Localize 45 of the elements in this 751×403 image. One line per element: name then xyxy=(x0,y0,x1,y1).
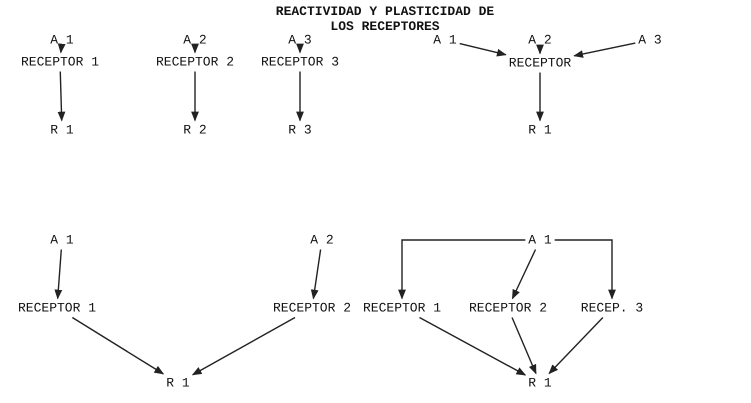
arrow xyxy=(54,249,62,300)
node-label: A 3 xyxy=(286,32,314,48)
diagram-title: REACTIVIDAD Y PLASTICIDAD DE LOS RECEPTORES xyxy=(274,4,496,34)
arrow xyxy=(548,317,604,374)
node-label: RECEPTOR 2 xyxy=(271,300,353,316)
node-label: A 2 xyxy=(308,232,336,248)
node-label: R 1 xyxy=(164,374,192,392)
arrow xyxy=(511,317,537,374)
node-label: A 1 xyxy=(431,32,459,48)
arrow xyxy=(398,239,526,300)
node-label: R 1 xyxy=(48,122,76,138)
node-label: R 3 xyxy=(286,122,314,138)
node-label: RECEPTOR xyxy=(506,54,574,72)
arrow xyxy=(191,44,199,54)
arrow xyxy=(296,72,304,122)
node-label: R 2 xyxy=(181,122,209,138)
node-label: RECEPTOR 1 xyxy=(19,54,101,70)
arrow xyxy=(192,316,296,376)
node-label: RECEPTOR 1 xyxy=(16,300,98,316)
node-label: A 2 xyxy=(181,32,209,48)
arrow xyxy=(554,239,616,300)
arrow xyxy=(460,42,507,56)
node-label: RECEPTOR 2 xyxy=(154,54,236,70)
arrow xyxy=(536,72,544,122)
arrow xyxy=(573,42,636,58)
arrow xyxy=(58,43,66,54)
arrow xyxy=(310,249,322,300)
node-label: A 1 xyxy=(48,32,76,48)
arrow xyxy=(512,249,536,300)
arrow xyxy=(72,316,164,374)
node-label: R 1 xyxy=(526,122,554,138)
node-label: R 1 xyxy=(526,374,554,392)
node-label: A 2 xyxy=(526,32,554,48)
arrow xyxy=(419,316,526,376)
arrow xyxy=(536,44,544,54)
arrow xyxy=(191,72,199,122)
node-label: A 1 xyxy=(526,232,554,248)
node-label: RECEP. 3 xyxy=(578,300,646,316)
node-label: A 3 xyxy=(636,32,664,48)
node-label: RECEPTOR 2 xyxy=(467,300,549,316)
arrow xyxy=(296,44,304,54)
node-label: A 1 xyxy=(48,232,76,248)
node-label: RECEPTOR 3 xyxy=(259,54,341,70)
arrow xyxy=(58,71,66,122)
node-label: RECEPTOR 1 xyxy=(361,300,443,316)
